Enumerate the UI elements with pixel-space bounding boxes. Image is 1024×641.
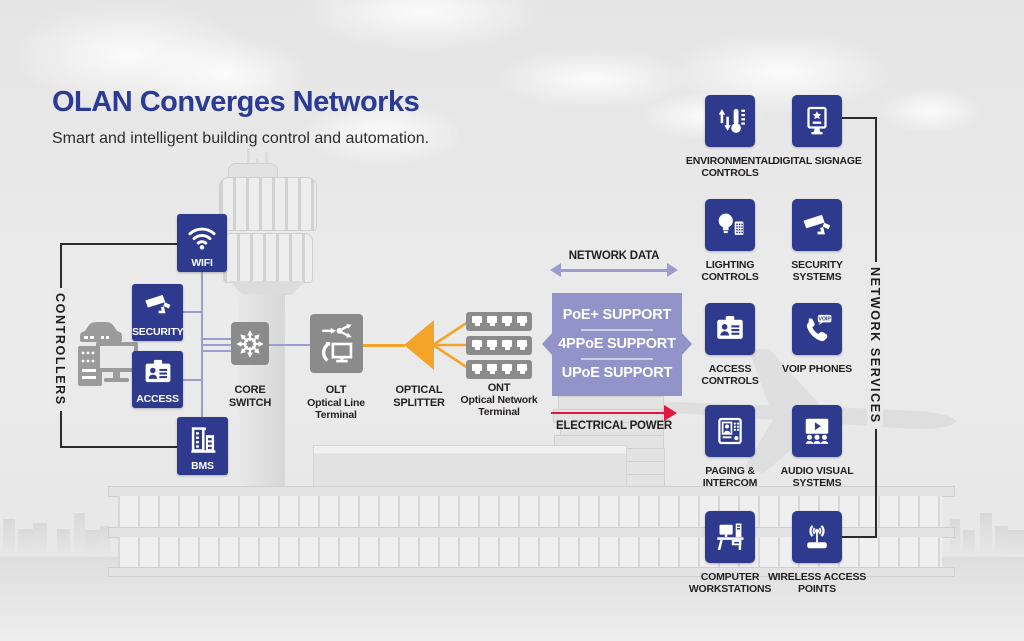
- electrical-power-label: ELECTRICAL POWER: [555, 420, 673, 432]
- voip-badge: VOIP: [819, 316, 832, 322]
- cloud: [300, 100, 465, 166]
- switch-link: [201, 350, 232, 352]
- computer-workstations-label: COMPUTER WORKSTATIONS: [688, 571, 772, 595]
- wifi-node: WIFI: [177, 214, 227, 272]
- poe-box-right-tip: [682, 333, 692, 355]
- optical-splitter-label: OPTICAL SPLITTER: [393, 384, 445, 409]
- paging-intercom-node: [705, 405, 755, 457]
- controllers-bracket-top: [60, 243, 177, 245]
- lighting-controls-node: [705, 199, 755, 251]
- upoe-support: UPoE SUPPORT: [561, 365, 673, 381]
- cloud: [300, 0, 545, 52]
- olt-label: OLT: [325, 384, 347, 396]
- ont-ports-icon: [466, 360, 532, 379]
- core-switch-node: [231, 322, 269, 365]
- network-services-group-label: NETWORK SERVICES: [867, 262, 883, 429]
- ont-sublabel: Optical Network Terminal: [460, 394, 538, 418]
- switch-olt-link: [269, 344, 310, 346]
- bms-label: BMS: [191, 460, 214, 472]
- ont-ports-icon: [466, 312, 532, 331]
- core-switch-label: CORE SWITCH: [228, 384, 272, 409]
- optical-splitter-icon: [404, 320, 434, 370]
- network-data-arrow: [550, 262, 678, 280]
- controllers-bracket-bottom: [60, 446, 177, 448]
- poe-support-box: PoE+ SUPPORT 4PPoE SUPPORT UPoE SUPPORT: [552, 293, 682, 396]
- digital-signage-label: DIGITAL SIGNAGE: [772, 155, 862, 167]
- electrical-power-arrow: [551, 405, 677, 421]
- computer-workstations-node: [705, 511, 755, 563]
- switch-link: [201, 344, 232, 346]
- bms-node: BMS: [177, 417, 228, 475]
- poe-divider: [581, 329, 653, 331]
- olt-node: [310, 314, 363, 373]
- network-services-bracket-top: [841, 117, 877, 119]
- olt-splitter-fiber: [363, 344, 405, 347]
- audio-visual-node: [792, 405, 842, 457]
- access-controls-node: [705, 303, 755, 355]
- splitter-fanout-fibers: [432, 320, 469, 370]
- network-services-bracket-bottom: [841, 536, 877, 538]
- ont-ports-icon: [466, 336, 532, 355]
- digital-signage-node: [792, 95, 842, 147]
- network-data-label: NETWORK DATA: [568, 250, 660, 262]
- environmental-controls-label: ENVIRONMENTAL CONTROLS: [685, 155, 775, 179]
- controllers-hardware-icon: [78, 322, 138, 386]
- controllers-group-label: CONTROLLERS: [52, 288, 68, 411]
- environmental-controls-node: [705, 95, 755, 147]
- access-link: [183, 379, 203, 381]
- access-controls-label: ACCESS CONTROLS: [701, 363, 759, 387]
- audio-visual-label: AUDIO VISUAL SYSTEMS: [780, 465, 854, 489]
- poe-box-left-tip: [542, 333, 552, 355]
- cloud: [140, 35, 310, 115]
- security-systems-label: SECURITY SYSTEMS: [791, 259, 843, 283]
- voip-phones-node: VOIP: [792, 303, 842, 355]
- security-label: SECURITY: [132, 326, 184, 338]
- fourppoe-support: 4PPoE SUPPORT: [558, 336, 676, 352]
- page-title: OLAN Converges Networks: [52, 86, 420, 118]
- security-node: SECURITY: [132, 284, 184, 341]
- paging-intercom-label: PAGING & INTERCOM: [702, 465, 758, 489]
- switch-link: [201, 338, 232, 340]
- poe-plus-support: PoE+ SUPPORT: [562, 307, 672, 323]
- wireless-access-points-node: [792, 511, 842, 563]
- access-node: ACCESS: [132, 351, 183, 408]
- cloud: [668, 30, 893, 115]
- voip-phones-label: VOIP PHONES: [782, 363, 852, 375]
- rooftop-block: [313, 445, 627, 488]
- security-link: [183, 311, 203, 313]
- wifi-label: WIFI: [191, 257, 213, 269]
- lighting-controls-label: LIGHTING CONTROLS: [701, 259, 759, 283]
- page-subtitle: Smart and intelligent building control a…: [52, 130, 430, 147]
- security-systems-node: [792, 199, 842, 251]
- cloud: [878, 88, 983, 134]
- ont-label: ONT: [487, 382, 511, 394]
- poe-divider: [581, 358, 653, 360]
- olt-sublabel: Optical Line Terminal: [307, 397, 365, 421]
- access-label: ACCESS: [136, 393, 179, 405]
- wireless-access-points-label: WIRELESS ACCESS POINTS: [767, 571, 867, 595]
